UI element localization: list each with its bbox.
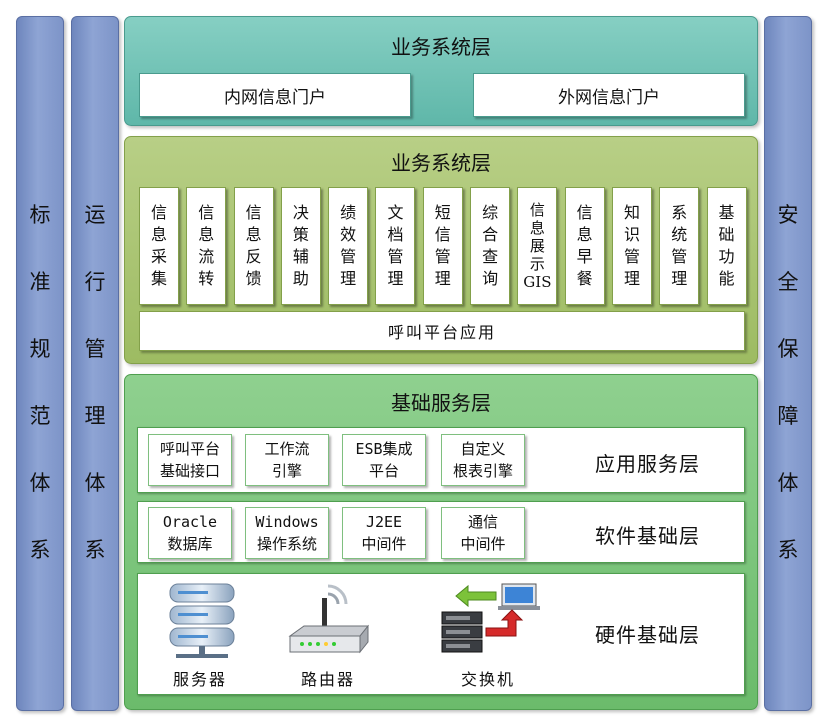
sublayer-label: 软件基础层 [595, 524, 700, 548]
workflow-engine-box: 工作流引擎 [245, 434, 329, 486]
pillar-char: 体 [29, 471, 51, 495]
pillar-char: 系 [84, 538, 106, 562]
module-basic-functions: 基础功能 [706, 187, 747, 305]
extranet-portal-box: 外网信息门户 [473, 73, 745, 117]
switch-item: 交换机 [428, 580, 548, 692]
standards-system-pillar: 标 准 规 范 体 系 [16, 16, 64, 711]
custom-table-engine-box: 自定义根表引擎 [441, 434, 525, 486]
module-info-collection: 信息采集 [139, 187, 179, 305]
layer-title: 业务系统层 [391, 151, 491, 175]
call-platform-interface-box: 呼叫平台基础接口 [148, 434, 232, 486]
router-icon [288, 584, 370, 654]
business-system-layer: 业务系统层 信息采集 信息流转 信息反馈 决策辅助 绩效管理 文档管理 短信管理… [124, 136, 758, 364]
pillar-char: 障 [777, 404, 799, 428]
server-item: 服务器 [140, 580, 260, 692]
pillar-char: 保 [777, 337, 799, 361]
module-info-flow: 信息流转 [186, 187, 227, 305]
application-service-sublayer: 呼叫平台基础接口 工作流引擎 ESB集成平台 自定义根表引擎 应用服务层 [137, 427, 745, 493]
pillar-char: 标 [29, 203, 51, 227]
security-system-pillar: 安 全 保 障 体 系 [764, 16, 812, 711]
module-list: 信息采集 信息流转 信息反馈 决策辅助 绩效管理 文档管理 短信管理 综合查询 … [139, 187, 747, 305]
esb-integration-box: ESB集成平台 [342, 434, 426, 486]
switch-icon [441, 583, 540, 653]
pillar-char: 理 [84, 404, 106, 428]
pillar-char: 准 [29, 270, 51, 294]
router-item: 路由器 [268, 580, 388, 692]
module-info-breakfast: 信息早餐 [564, 187, 605, 305]
module-document-management: 文档管理 [375, 187, 416, 305]
server-icon [169, 583, 235, 658]
layer-title: 业务系统层 [391, 35, 491, 59]
pillar-char: 安 [777, 203, 799, 227]
module-sms-management: 短信管理 [422, 187, 463, 305]
hardware-label: 路由器 [300, 670, 355, 689]
hardware-label: 服务器 [172, 670, 227, 689]
module-integrated-query: 综合查询 [470, 187, 511, 305]
portal-layer: 业务系统层 内网信息门户 外网信息门户 [124, 16, 758, 126]
hardware-label: 交换机 [460, 670, 515, 689]
intranet-portal-box: 内网信息门户 [139, 73, 411, 117]
layer-title: 基础服务层 [391, 391, 491, 415]
module-knowledge-management: 知识管理 [611, 187, 652, 305]
pillar-char: 行 [84, 270, 106, 294]
call-platform-application-box: 呼叫平台应用 [139, 311, 745, 351]
pillar-char: 范 [29, 404, 51, 428]
module-system-management: 系统管理 [659, 187, 700, 305]
pillar-char: 运 [84, 203, 106, 227]
sublayer-label: 应用服务层 [595, 452, 700, 476]
pillar-char: 管 [84, 337, 106, 361]
module-performance-management: 绩效管理 [328, 187, 369, 305]
hardware-base-sublayer: 服务器 路由器 [137, 573, 745, 695]
pillar-char: 系 [29, 538, 51, 562]
module-info-feedback: 信息反馈 [233, 187, 274, 305]
pillar-char: 体 [777, 471, 799, 495]
communication-middleware-box: 通信中间件 [441, 507, 525, 559]
base-service-layer: 基础服务层 呼叫平台基础接口 工作流引擎 ESB集成平台 自定义根表引擎 应用服… [124, 374, 758, 710]
module-decision-support: 决策辅助 [280, 187, 321, 305]
pillar-char: 体 [84, 471, 106, 495]
pillar-char: 全 [777, 270, 799, 294]
operations-system-pillar: 运 行 管 理 体 系 [71, 16, 119, 711]
pillar-char: 规 [29, 337, 51, 361]
sublayer-label: 硬件基础层 [595, 623, 700, 647]
pillar-char: 系 [777, 538, 799, 562]
